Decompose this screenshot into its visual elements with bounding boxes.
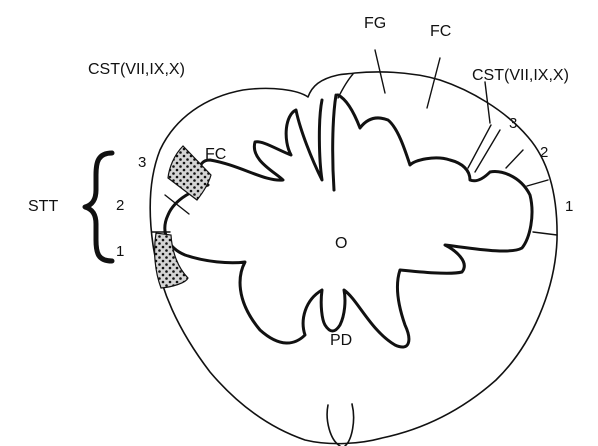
- right-level-3: 3: [509, 115, 517, 132]
- stt-label: STT: [28, 198, 58, 215]
- left-level-2: 2: [116, 197, 124, 214]
- fc-top-pointer-line: [427, 58, 440, 108]
- section-outline: [150, 72, 557, 444]
- right-cst-line-b: [475, 130, 500, 172]
- fc-top-label: FC: [430, 23, 451, 40]
- right-cst-line-a: [468, 125, 491, 168]
- left-level-3: 3: [138, 154, 146, 171]
- right-level-line-upper: [506, 150, 523, 168]
- stt-dotted-region-lower: [155, 233, 188, 288]
- dorsal-median-septum: [333, 95, 336, 190]
- cst-left-label: CST(VII,IX,X): [88, 61, 185, 78]
- right-level-1: 1: [565, 198, 573, 215]
- pd-label: PD: [330, 332, 352, 349]
- ventral-median-fissure: [327, 404, 353, 446]
- fg-label: FG: [364, 15, 386, 32]
- stt-brace: [85, 153, 112, 261]
- gray-matter-outline: [165, 95, 532, 347]
- right-level-line-middle: [527, 180, 548, 186]
- fc-left-label: FC: [205, 146, 226, 163]
- right-level-line-lower: [533, 232, 557, 235]
- cst-right-label: CST(VII,IX,X): [472, 67, 569, 84]
- center-o-label: O: [335, 235, 347, 252]
- fasciculus-separation-line: [338, 74, 353, 98]
- left-level-1: 1: [116, 243, 124, 260]
- right-level-2: 2: [540, 144, 548, 161]
